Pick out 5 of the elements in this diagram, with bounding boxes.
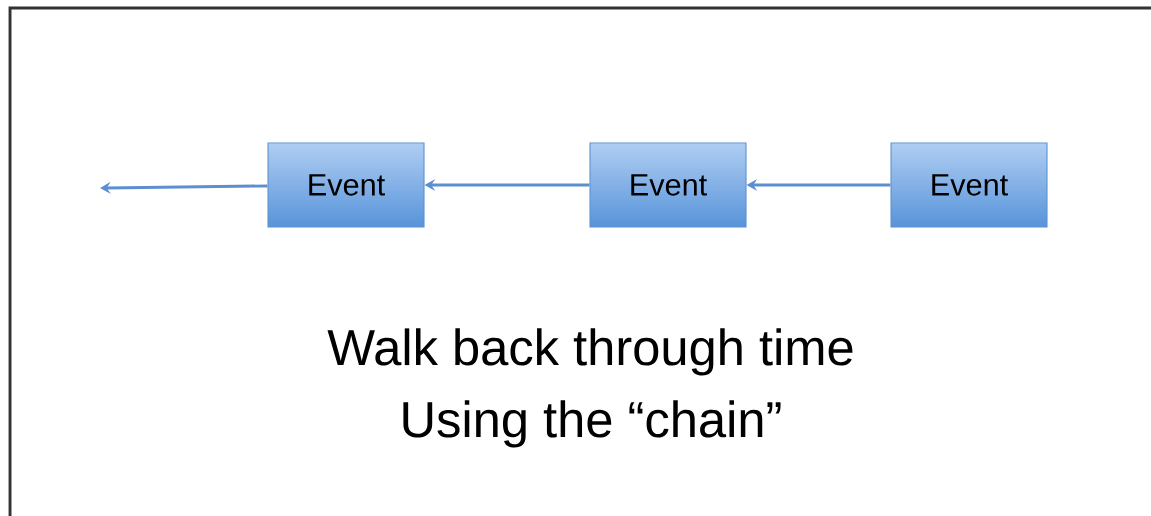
event-box: Event bbox=[267, 142, 425, 228]
caption-text: Using the “chain” bbox=[403, 400, 781, 448]
event-box: Event bbox=[589, 142, 747, 228]
caption-text: Walk back through time bbox=[327, 328, 853, 376]
event-box: Event bbox=[890, 142, 1048, 228]
